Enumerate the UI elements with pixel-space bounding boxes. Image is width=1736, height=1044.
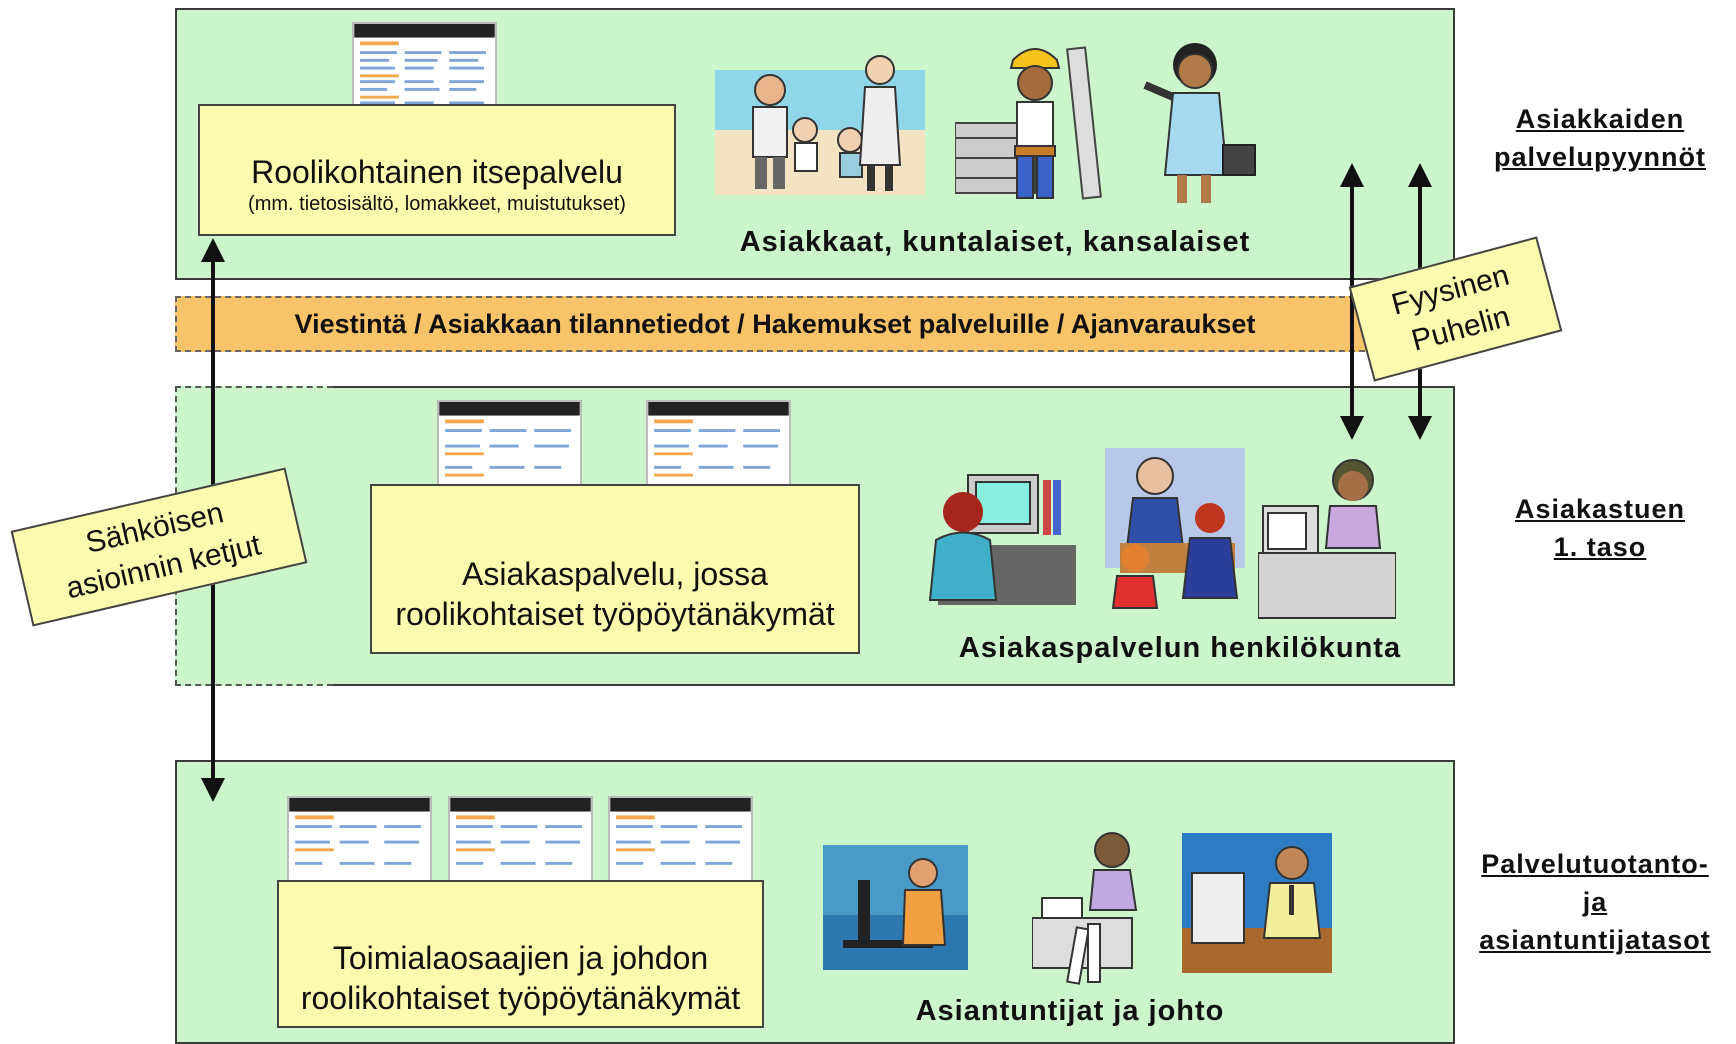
self-service-subtitle: (mm. tietosisältö, lomakkeet, muistutuks…: [248, 193, 626, 215]
experts-box-line2: roolikohtaiset työpöytänäkymät: [300, 980, 741, 1016]
customer-service-box-line1: Asiakaspalvelu, jossa: [462, 556, 768, 592]
customer-service-group-label: Asiakaspalvelun henkilökunta: [958, 632, 1402, 664]
communication-strip: Viestintä / Asiakkaan tilannetiedot / Ha…: [175, 296, 1375, 352]
screenshot-icon: [289, 798, 430, 887]
customer-service-box-line2: roolikohtaiset työpöytänäkymät: [395, 596, 835, 632]
construction-worker-icon: [955, 38, 1115, 208]
communication-strip-text: Viestintä / Asiakkaan tilannetiedot / Ha…: [294, 309, 1256, 339]
side-label-top-line2: palvelupyynnöt: [1493, 142, 1707, 172]
screenshot-icon: [648, 402, 789, 512]
self-service-title: Roolikohtainen itsepalvelu: [251, 154, 623, 190]
office-worker-at-computer-icon: [918, 470, 1076, 610]
manager-at-computer-icon: [1182, 833, 1332, 973]
side-label-mid-line2: 1. taso: [1553, 532, 1647, 562]
customer-service-box: Asiakaspalvelu, jossa roolikohtaiset työ…: [370, 484, 860, 654]
experts-group-label: Asiantuntijat ja johto: [915, 995, 1225, 1027]
person-with-files-icon: [1032, 828, 1150, 988]
side-label-bot-line2: ja: [1582, 887, 1608, 917]
experts-box-line1: Toimialaosaajien ja johdon: [332, 940, 709, 976]
meeting-icon: [1105, 448, 1245, 610]
side-label-support-level: Asiakastuen 1. taso: [1470, 490, 1730, 566]
self-service-box: Roolikohtainen itsepalvelu (mm. tietosis…: [198, 104, 676, 236]
side-label-customer-requests: Asiakkaiden palvelupyynnöt: [1470, 100, 1730, 176]
expert-at-desk-icon: [823, 845, 968, 970]
family-clipart-icon: [715, 45, 925, 195]
side-label-top-line1: Asiakkaiden: [1515, 104, 1685, 134]
side-label-production-levels: Palvelutuotanto- ja asiantuntijatasot: [1456, 845, 1734, 959]
businesswoman-icon: [1135, 35, 1265, 210]
call-center-agent-icon: [1258, 458, 1396, 620]
customers-group-label: Asiakkaat, kuntalaiset, kansalaiset: [739, 226, 1251, 258]
experts-box: Toimialaosaajien ja johdon roolikohtaise…: [277, 880, 764, 1028]
side-label-mid-line1: Asiakastuen: [1514, 494, 1686, 524]
side-label-bot-line1: Palvelutuotanto-: [1481, 849, 1709, 879]
side-label-bot-line3: asiantuntijatasot: [1479, 925, 1711, 955]
